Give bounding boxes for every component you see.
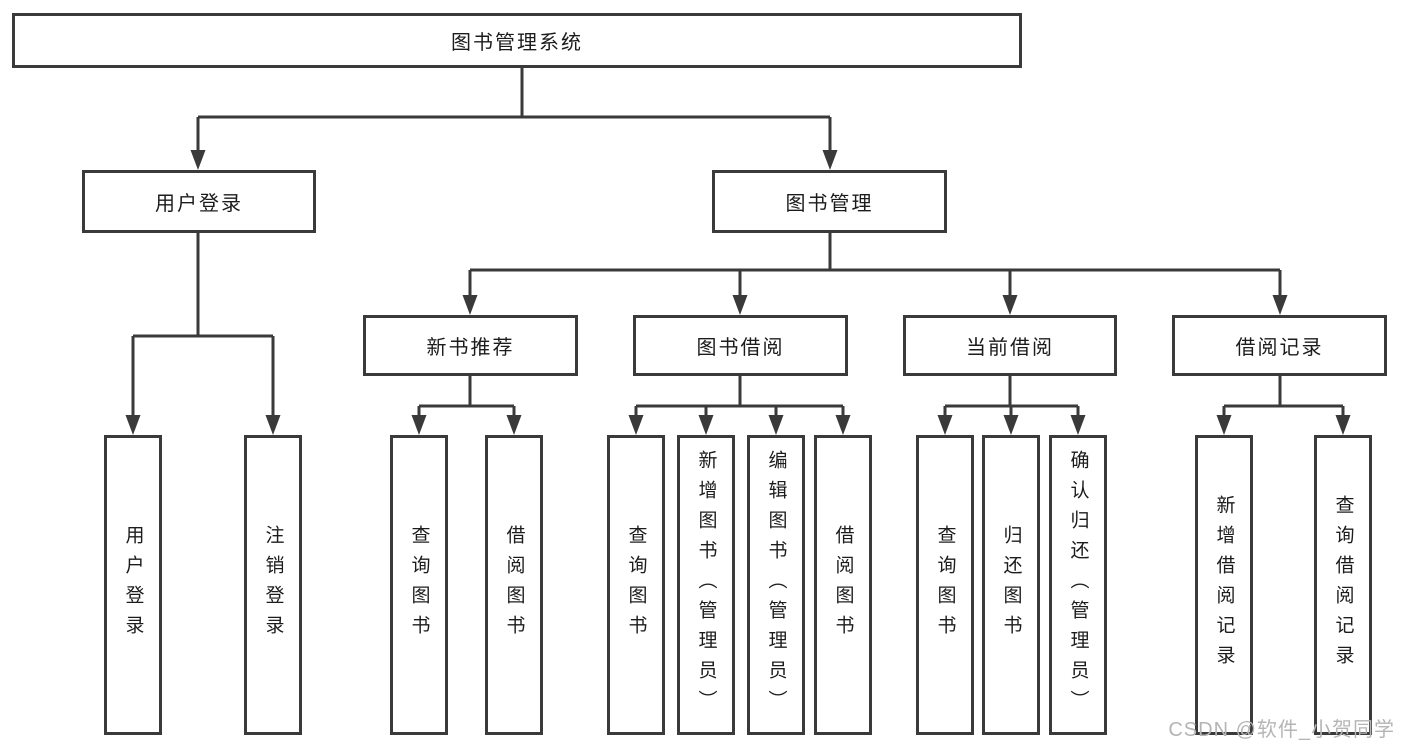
leaf-add-book-admin: 新增图书（管理员） [677,435,735,735]
leaf-label: 编辑图书（管理员） [765,450,787,720]
leaf-borrow-books: 借阅图书 [814,435,872,735]
leaf-label: 查询图书 [408,525,430,645]
leaf-label: 归还图书 [1000,525,1022,645]
leaf-confirm-return-admin: 确认归还（管理员） [1049,435,1107,735]
leaf-add-borrow-record: 新增借阅记录 [1195,435,1253,735]
leaf-query-books-recommend: 查询图书 [390,435,448,735]
leaf-label: 借阅图书 [832,525,854,645]
leaf-edit-book-admin: 编辑图书（管理员） [747,435,805,735]
leaf-label: 查询图书 [934,525,956,645]
leaf-borrow-books-recommend: 借阅图书 [485,435,543,735]
leaf-label: 新增借阅记录 [1213,495,1235,675]
leaf-return-book: 归还图书 [982,435,1040,735]
leaf-user-login: 用户登录 [104,435,162,735]
node-new-book-recommendation: 新书推荐 [363,315,578,376]
leaf-logout: 注销登录 [244,435,302,735]
node-label: 图书管理系统 [451,32,583,54]
node-label: 用户登录 [155,193,243,215]
node-label: 新书推荐 [426,337,515,359]
leaf-label: 注销登录 [262,525,284,645]
leaf-label: 查询图书 [625,525,647,645]
node-label: 图书管理 [785,193,874,215]
csdn-watermark: CSDN @软件_小贺同学 [1168,719,1395,741]
node-current-borrowing: 当前借阅 [903,315,1117,376]
leaf-query-borrow-record: 查询借阅记录 [1314,435,1372,735]
node-user-login: 用户登录 [82,170,316,233]
leaf-query-books-borrow: 查询图书 [607,435,665,735]
node-label: 借阅记录 [1235,337,1324,359]
leaf-query-books-current: 查询图书 [916,435,974,735]
node-library-management-system: 图书管理系统 [12,13,1022,68]
node-book-management: 图书管理 [712,170,947,233]
node-label: 当前借阅 [966,337,1054,359]
leaf-label: 新增图书（管理员） [695,450,717,720]
leaf-label: 用户登录 [122,525,144,645]
node-borrowing-records: 借阅记录 [1172,315,1387,376]
leaf-label: 确认归还（管理员） [1067,450,1089,720]
node-label: 图书借阅 [696,337,785,359]
node-book-borrowing: 图书借阅 [633,315,848,376]
leaf-label: 借阅图书 [503,525,525,645]
leaf-label: 查询借阅记录 [1332,495,1354,675]
